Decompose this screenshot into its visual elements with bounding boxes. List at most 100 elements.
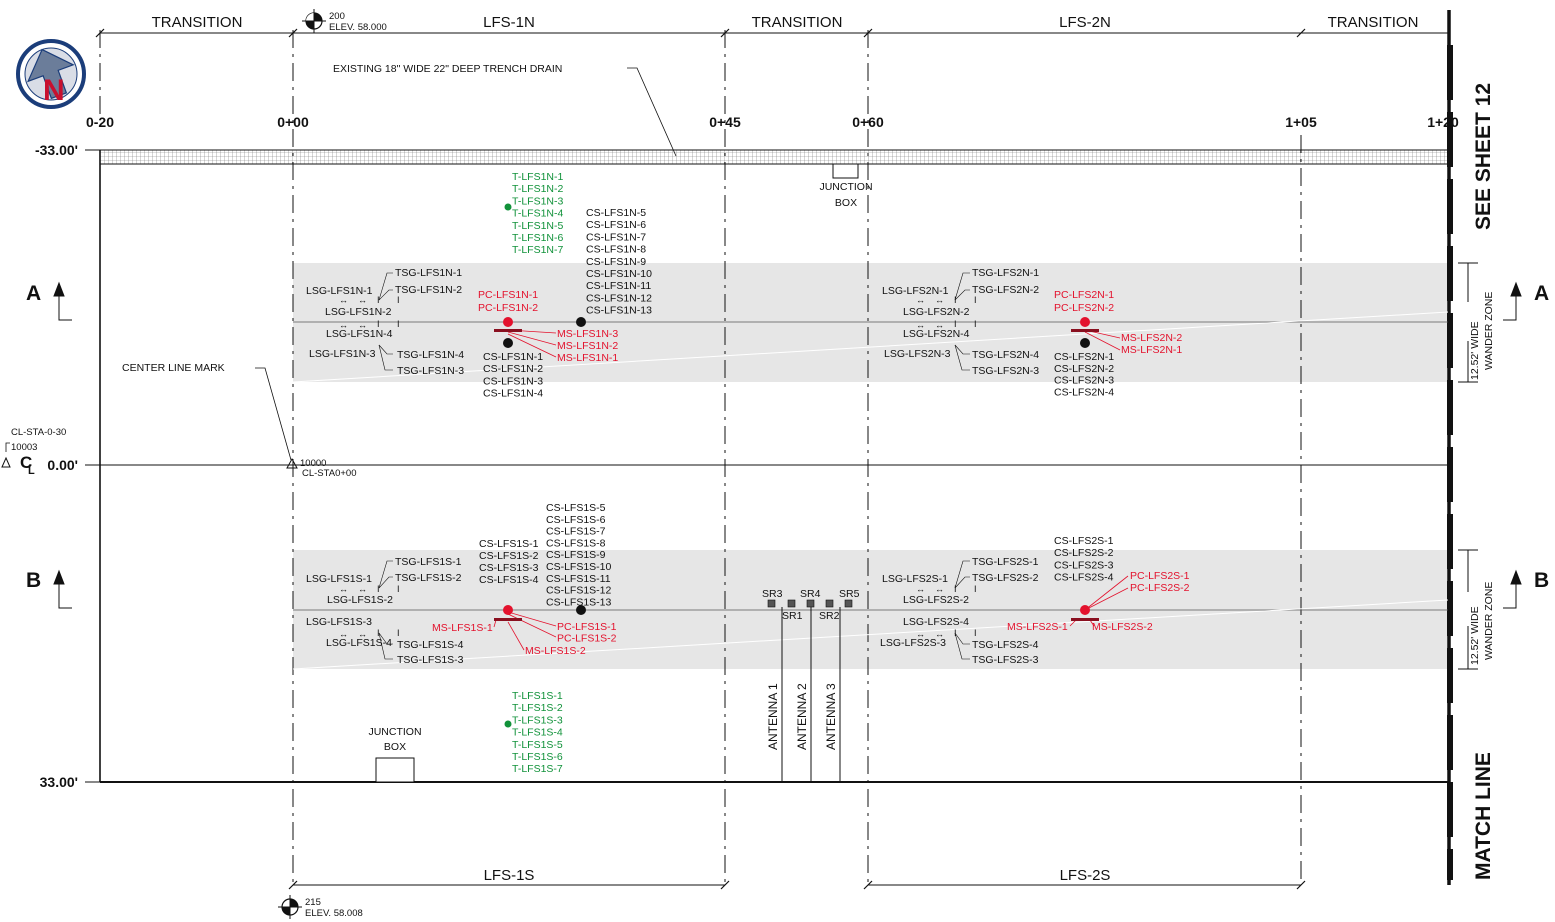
lsg-gauge-icon: ↔ [339,629,348,639]
lsg-lfs1s-4-label: LSG-LFS1S-4 [326,637,392,649]
wander-zone-south [293,550,1448,669]
pc-lfs1n-marker [494,317,522,332]
cs-lfs1n-upper-label: CS-LFS1N-6 [586,219,646,231]
section-b-arrow-right-icon [1503,569,1522,609]
tsg-lfs1n-2-label: TSG-LFS1N-2 [395,284,462,296]
cl-mark-zero-icon [286,457,298,469]
match-line-label: MATCH LINE [1472,752,1495,880]
wander-zone-a-label: 12.52' WIDE WANDER ZONE [1469,292,1495,380]
benchmark-south-icon [278,895,302,919]
junction-box-south-label-2: BOX [384,741,406,753]
cl-start-id: 10003 [11,442,37,453]
pc-lfs1s-label: PC-LFS1S-1 [557,621,617,633]
header-lfs-2s: LFS-2S [1060,867,1111,884]
cl-symbol-sub: L [28,465,35,477]
cs-lfs1s-right-label: CS-LFS1S-6 [546,514,606,526]
lsg-gauge-icon: ↔ [935,629,944,639]
cs-lfs1s-right-label: CS-LFS1S-11 [546,573,611,585]
junction-box-north-label-2: BOX [835,197,857,209]
tsg-gauge-icon: I [397,319,400,329]
tsg-lfs1s-1-label: TSG-LFS1S-1 [395,556,462,568]
benchmark-south-elev: ELEV. 58.008 [305,908,363,919]
station-1-05: 1+05 [1285,114,1317,130]
ms-lfs2n-label: MS-LFS2N-2 [1121,332,1182,344]
svg-text:N: N [43,74,65,107]
station-0-45: 0+45 [709,114,741,130]
tsg-gauge-icon: I [954,584,957,594]
lsg-lfs2n-3-label: LSG-LFS2N-3 [884,348,951,360]
cl-symbol: C [20,453,32,472]
section-a-arrow-left-icon [53,281,72,321]
sr4-label: SR4 [800,588,821,600]
lsg-lfs2s-4-label: LSG-LFS2S-4 [903,616,969,628]
pc-lfs1s-label: PC-LFS1S-2 [557,633,617,645]
tsg-gauge-icon: I [954,319,957,329]
sr5-sensor [844,599,853,608]
pc-lfs2s-marker [1071,605,1099,621]
cs-lfs1s-right-label: CS-LFS1S-9 [546,549,606,561]
cs-lfs1s-right-label: CS-LFS1S-10 [546,561,612,573]
lsg-gauge-icon: ↔ [358,320,367,330]
header-lfs-1s: LFS-1S [484,867,535,884]
cs-lfs2s-label: CS-LFS2S-3 [1054,559,1114,571]
header-transition-3: TRANSITION [1328,14,1419,31]
t-lfs1n-label: T-LFS1N-4 [512,208,564,220]
tsg-lfs2n-1-label: TSG-LFS2N-1 [972,267,1039,279]
cs-lfs1n-upper-marker [576,317,586,327]
tsg-lfs1s-4-label: TSG-LFS1S-4 [397,639,464,651]
tsg-gauge-icon: I [377,295,380,305]
cs-lfs1n-upper-label: CS-LFS1N-5 [586,207,646,219]
t-lfs1n-label: T-LFS1N-5 [512,220,564,232]
trench-drain-callout: EXISTING 18" WIDE 22" DEEP TRENCH DRAIN [333,63,562,75]
cs-lfs1s-marker [576,605,586,615]
cs-lfs2n-label: CS-LFS2N-1 [1054,351,1114,363]
t-lfs1n-label: T-LFS1N-2 [512,183,564,195]
pc-lfs2n-label: PC-LFS2N-2 [1054,302,1114,314]
lsg-gauge-icon: ↔ [358,584,367,594]
benchmark-south-id: 215 [305,897,321,908]
tsg-lfs2s-2-label: TSG-LFS2S-2 [972,572,1039,584]
lsg-gauge-icon: ↔ [935,320,944,330]
cs-lfs1s-left-label: CS-LFS1S-3 [479,562,539,574]
tsg-gauge-icon: I [377,584,380,594]
tsg-lfs2s-4-label: TSG-LFS2S-4 [972,639,1039,651]
t-lfs1n-label: T-LFS1N-1 [512,171,564,183]
tsg-lfs2s-3-label: TSG-LFS2S-3 [972,654,1039,666]
tsg-gauge-icon: I [954,628,957,638]
pc-lfs1n-label: PC-LFS1N-1 [478,289,538,301]
antenna-1-label: ANTENNA 1 [766,683,780,750]
sr4-sensor [806,599,815,608]
cs-lfs1n-upper-label: CS-LFS1N-10 [586,268,652,280]
section-a-arrow-right-icon [1503,281,1522,321]
t-lfs1n-label: T-LFS1N-3 [512,195,564,207]
ms-lfs2s-2-label: MS-LFS2S-2 [1092,621,1153,633]
svg-text:12.52' WIDE: 12.52' WIDE [1469,606,1481,665]
lsg-lfs2s-1-label: LSG-LFS2S-1 [882,573,948,585]
wander-zone-b-label: 12.52' WIDE WANDER ZONE [1469,582,1495,665]
cs-lfs1n-lower-label: CS-LFS1N-1 [483,351,543,363]
lsg-gauge-icon: ↔ [935,584,944,594]
cs-lfs2s-label: CS-LFS2S-1 [1054,535,1114,547]
pc-lfs2n-marker [1071,317,1099,332]
cs-lfs2n-label: CS-LFS2N-2 [1054,363,1114,375]
t-lfs1s-label: T-LFS1S-5 [512,739,563,751]
section-a-left: A [26,282,41,305]
cs-lfs2s-label: CS-LFS2S-4 [1054,572,1114,584]
cs-lfs1n-lower-marker [503,338,513,348]
lsg-lfs1n-3-label: LSG-LFS1N-3 [309,348,376,360]
ms-lfs1n-label: MS-LFS1N-1 [557,352,618,364]
lsg-lfs2s-2-label: LSG-LFS2S-2 [903,594,969,606]
section-a-right: A [1534,282,1549,305]
see-sheet-label: SEE SHEET 12 [1472,83,1495,230]
offset-bottom: 33.00' [40,774,78,790]
t-lfs1s-label: T-LFS1S-2 [512,702,563,714]
tsg-gauge-icon: I [974,584,977,594]
svg-text:12.52' WIDE: 12.52' WIDE [1469,321,1481,380]
lsg-lfs2n-4-label: LSG-LFS2N-4 [903,328,970,340]
lsg-lfs2n-2-label: LSG-LFS2N-2 [903,306,970,318]
sr3-sensor [767,599,776,608]
benchmark-north-id: 200 [329,11,345,22]
offset-center: 0.00' [47,457,78,473]
cs-lfs1n-upper-label: CS-LFS1N-7 [586,231,646,243]
tsg-lfs1n-4-label: TSG-LFS1N-4 [397,349,464,361]
